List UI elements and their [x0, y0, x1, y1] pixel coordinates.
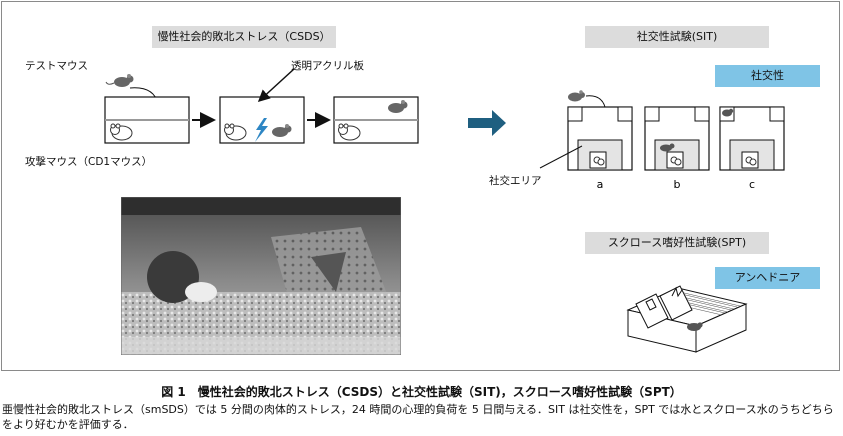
sit-arena-a [567, 106, 633, 171]
test-mouse-icon [660, 143, 675, 152]
caption-body: 亜慢性社会的敗北ストレス（smSDS）では 5 分間の肉体的ストレス，24 時間… [2, 403, 834, 431]
acrylic-pointer-arrow [257, 68, 295, 103]
spt-bottle-diagram [626, 285, 748, 353]
acrylic-plate-label: 透明アクリル板 [291, 60, 364, 72]
aggressor-mouse-icon [338, 123, 361, 141]
test-mouse-icon [272, 124, 292, 137]
test-mouse-icon [105, 74, 134, 87]
sucrose-bottle-icon [659, 285, 693, 321]
cage-1 [104, 96, 190, 144]
sit-panel-b-label: b [674, 178, 681, 191]
test-mouse-icon [687, 322, 703, 331]
figure-frame: 慢性社会的敗北ストレス（CSDS） テストマウス 透明アクリル板 攻撃マウス（C… [1, 1, 840, 371]
test-mouse-label: テストマウス [25, 60, 88, 72]
caption-title: 図 1 慢性社会的敗北ストレス（CSDS）と社交性試験（SIT)，スクロース嗜好… [161, 385, 682, 399]
sit-panel-a-label: a [597, 178, 604, 191]
sit-arena-diagram: a b [539, 90, 785, 191]
flow-arrow-icon [468, 110, 506, 136]
cage-3 [333, 96, 419, 144]
test-mouse-icon [722, 108, 734, 117]
spt-result-label: アンヘドニア [715, 267, 820, 289]
sit-header: 社交性試験(SIT) [585, 26, 769, 48]
test-mouse-icon [388, 100, 408, 113]
cage-2 [219, 96, 305, 144]
cage-photograph [121, 197, 401, 355]
aggressor-mouse-icon [224, 123, 247, 141]
sit-panel-c-label: c [749, 178, 755, 191]
social-area-label: 社交エリア [489, 175, 542, 187]
csds-cage-diagram [104, 68, 419, 144]
sit-result-label: 社交性 [715, 65, 820, 87]
lightning-icon [255, 118, 268, 142]
aggressor-mouse-icon [110, 123, 133, 141]
aggressor-mouse-label: 攻撃マウス（CD1マウス） [25, 156, 153, 168]
csds-header: 慢性社会的敗北ストレス（CSDS） [152, 26, 336, 48]
test-mouse-icon [568, 90, 585, 102]
water-bottle-icon [635, 293, 669, 329]
sit-arena-b [644, 106, 710, 171]
spt-header: スクロース嗜好性試験(SPT) [585, 232, 769, 254]
sit-arena-c [719, 106, 785, 171]
